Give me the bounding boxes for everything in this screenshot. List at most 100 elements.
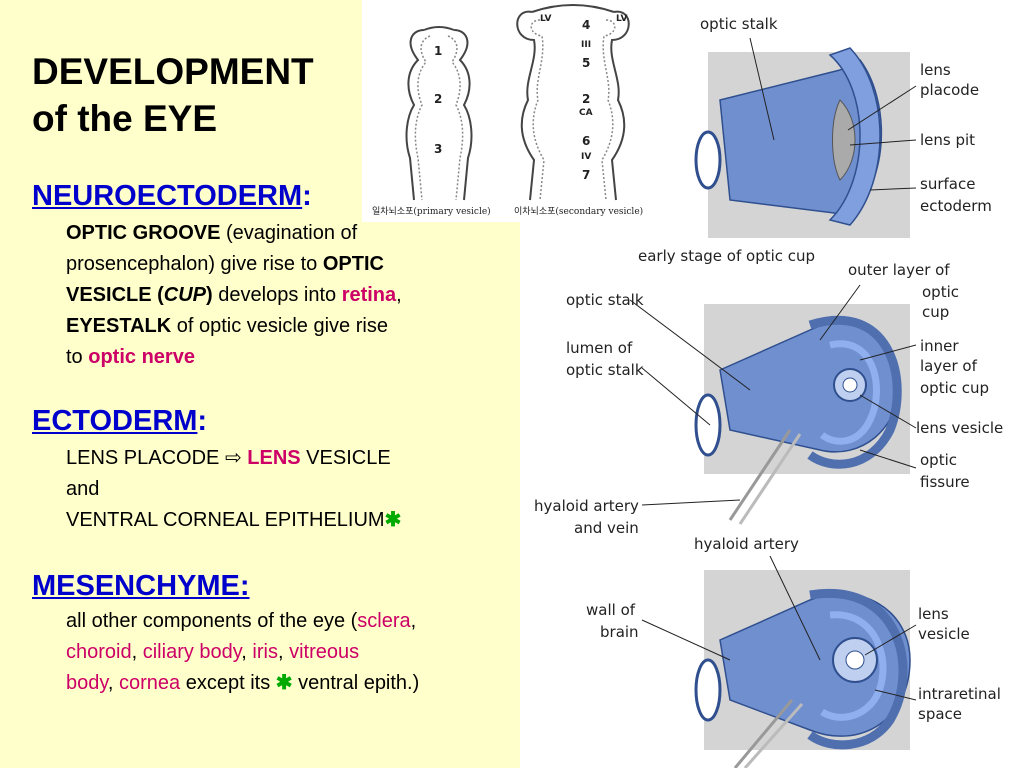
secondary-vesicle-caption: 이차뇌소포(secondary vesicle) [514,207,644,217]
label-d2-hyaloid-2: and vein [574,519,639,537]
label-d2-inner-2: layer of [920,357,977,375]
primary-label-1: 1 [434,44,443,58]
label-d2-outer-2: optic [922,283,959,301]
d3-pointer-lens-vesicle [864,624,917,656]
neuro-line-3: VESICLE (CUP) develops into retina, [66,284,402,306]
d3-pointer-intraretinal [874,689,917,701]
mes-line-3: body, cornea except its ✱ ventral epith.… [66,672,420,694]
ecto-line-1: LENS PLACODE ⇨ LENS VESICLE [66,447,391,469]
d3-outer-layer [807,588,908,750]
ectoderm-body: LENS PLACODE ⇨ LENS VESICLE and VENTRAL … [66,443,401,536]
label-d3-lens-1: lens [918,605,949,623]
label-d2-optic-stalk: optic stalk [566,291,644,309]
primary-vesicle-caption: 일차뇌소포(primary vesicle) [372,207,491,217]
d3-vessel-2 [743,703,804,769]
mesenchyme-heading: MESENCHYME: [32,570,250,602]
label-d3-hyaloid: hyaloid artery [694,535,799,553]
title-line-2: of the EYE [32,98,218,139]
neuroectoderm-body: OPTIC GROOVE (evagination of prosencepha… [66,218,402,373]
primary-label-3: 3 [434,142,443,156]
label-d2-lumen-1: lumen of [566,339,633,357]
d2-pointer-lens-vesicle [859,394,917,429]
neuro-line-5: to optic nerve [66,346,195,368]
label-d3-lens-2: vesicle [918,625,970,643]
diagram-later-stage [641,555,917,769]
ecto-line-2: and [66,478,100,500]
label-d2-lens-vesicle: lens vesicle [916,419,1004,437]
label-d3-wall-1: wall of [586,601,636,619]
label-d2-lumen-2: optic stalk [566,361,644,379]
secondary-vesicle-outline [516,4,630,201]
d2-pointer-lumen [641,367,711,426]
ecto-line-3: VENTRAL CORNEAL EPITHELIUM✱ [66,509,402,531]
d2-inner-layer [819,340,880,445]
secondary-label-iv: IV [581,152,592,162]
mes-line-2: choroid, ciliary body, iris, vitreous [66,641,360,663]
label-d1-caption: early stage of optic cup [638,247,816,265]
d1-pointer-lens-placode [847,85,917,131]
label-d2-inner-1: inner [920,337,959,355]
d2-pointer-hyaloid [641,499,741,506]
secondary-label-7: 7 [582,168,591,182]
d2-vessel-1 [728,429,792,521]
label-d1-ectoderm: ectoderm [920,197,992,215]
arrow-icon: ⇨ [224,447,242,469]
neuro-line-4: EYESTALK of optic vesicle give rise [66,315,388,337]
d3-vessel-1 [733,699,794,769]
label-d3-intra-2: space [918,705,963,723]
label-d3-intra-1: intraretinal [918,685,1001,703]
d2-pointer-outer-layer [819,284,861,341]
page-title: DEVELOPMENT of the EYE [32,48,314,142]
brain-vesicle-drawing [405,4,630,201]
mes-line-1: all other components of the eye (sclera, [66,610,417,632]
label-d1-surface: surface [920,175,976,193]
neuroectoderm-heading: NEUROECTODERM: [32,180,312,212]
diagram-early-stage [694,37,917,238]
optic-cup-diagrams: optic stalk lens placode lens pit surfac… [530,0,1024,769]
neuro-line-2: prosencephalon) give rise to OPTIC [66,253,384,275]
label-d1-optic-stalk: optic stalk [700,15,778,33]
label-d2-outer-1: outer layer of [848,261,950,279]
d1-pointer-surface-ectoderm [869,187,917,191]
d2-pointer-fissure [859,449,917,469]
brain-vesicle-figure: 1 2 3 LV LV 4 III 5 2 CA 6 IV 7 일차뇌소포(pr… [362,0,652,222]
primary-vesicle-outline [405,26,473,201]
d2-outer-layer [807,315,902,469]
secondary-label-6: 6 [582,134,591,148]
secondary-label-iii: III [581,40,592,50]
d2-vessel-2 [738,433,802,525]
d2-stalk-opening [694,393,722,457]
d2-lens-lumen [842,377,858,393]
label-d2-inner-3: optic cup [920,379,990,397]
d1-pointer-optic-stalk [749,37,775,141]
secondary-label-ca: CA [579,108,593,118]
label-d3-wall-2: brain [600,623,639,641]
label-d1-lens: lens [920,61,951,79]
diagram-optic-cup [629,284,917,525]
asterisk-icon: ✱ [384,509,402,531]
neuro-line-1: OPTIC GROOVE (evagination of [66,222,358,244]
d1-stalk-opening [694,130,722,190]
optic-cup-drawing [629,37,917,769]
d2-pointer-optic-stalk [629,299,751,391]
secondary-vesicle-wall [530,19,616,201]
label-d1-lens-pit: lens pit [920,131,976,149]
primary-vesicle-wall [414,35,464,201]
mesenchyme-body: all other components of the eye (sclera,… [66,606,419,699]
d3-pointer-wall [641,619,731,661]
label-d2-hyaloid-1: hyaloid artery [534,497,639,515]
label-d2-fissure-2: fissure [920,473,970,491]
label-d2-outer-3: cup [922,303,950,321]
d3-pointer-hyaloid [769,555,821,661]
secondary-label-5: 5 [582,56,591,70]
d1-cup-wall [828,47,881,226]
label-d2-fissure-1: optic [920,451,957,469]
secondary-label-2: 2 [582,92,591,106]
d3-lens-lumen [845,650,865,670]
secondary-label-lv-left: LV [540,14,552,24]
d2-pointer-inner-layer [859,344,917,361]
secondary-label-lv-right: LV [616,14,628,24]
asterisk-icon: ✱ [275,672,293,694]
label-d1-placode: placode [920,81,980,99]
d3-inner-layer [820,611,887,721]
